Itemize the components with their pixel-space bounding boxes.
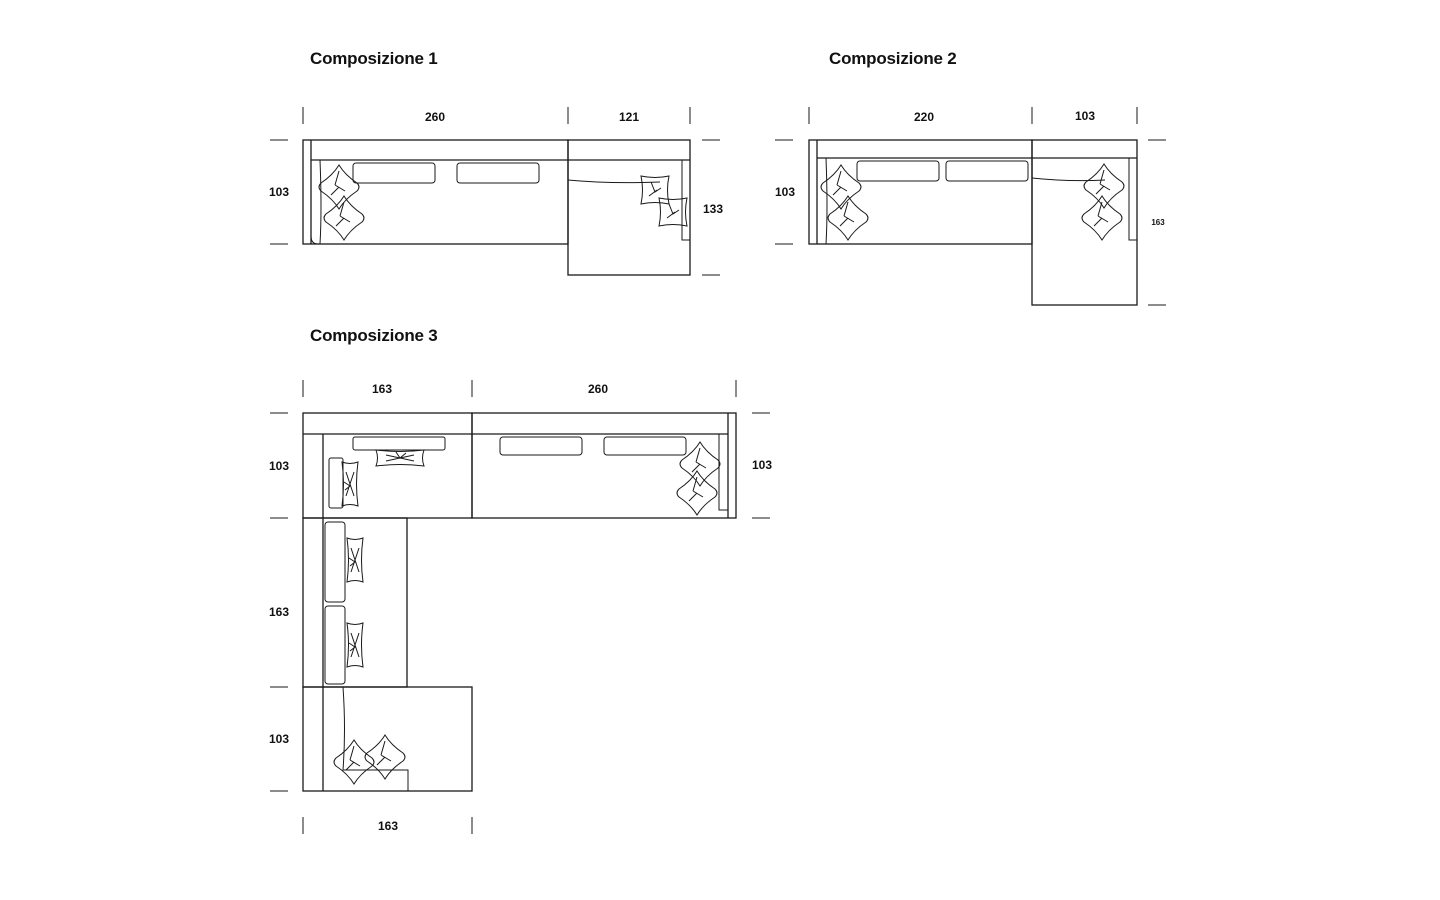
composition-2-plan: 220 103 103 163 [775,107,1166,306]
dim-c2-right: 163 [1151,218,1165,227]
dim-c2-left: 103 [775,185,795,199]
dim-c1-left: 103 [269,185,289,199]
dim-c3-left-top: 103 [269,459,289,473]
dim-c1-top-right: 121 [619,110,639,124]
dim-c1-right: 133 [703,202,723,216]
dim-c3-top-right: 260 [588,382,608,396]
dim-c2-top-right: 103 [1075,109,1095,123]
composition-1-title: Composizione 1 [310,49,438,68]
composition-2-title: Composizione 2 [829,49,957,68]
dim-c3-bottom: 163 [378,819,398,833]
dim-c3-right: 103 [752,458,772,472]
dim-c3-top-left: 163 [372,382,392,396]
dim-c2-top-left: 220 [914,110,934,124]
dim-c3-left-bottom: 103 [269,732,289,746]
composition-3-plan: 163 260 103 163 103 103 163 [269,380,772,834]
dim-c1-top-left: 260 [425,110,445,124]
composition-1-plan: 260 121 103 133 [269,107,723,276]
composition-3-title: Composizione 3 [310,326,438,345]
dim-c3-left-mid: 163 [269,605,289,619]
